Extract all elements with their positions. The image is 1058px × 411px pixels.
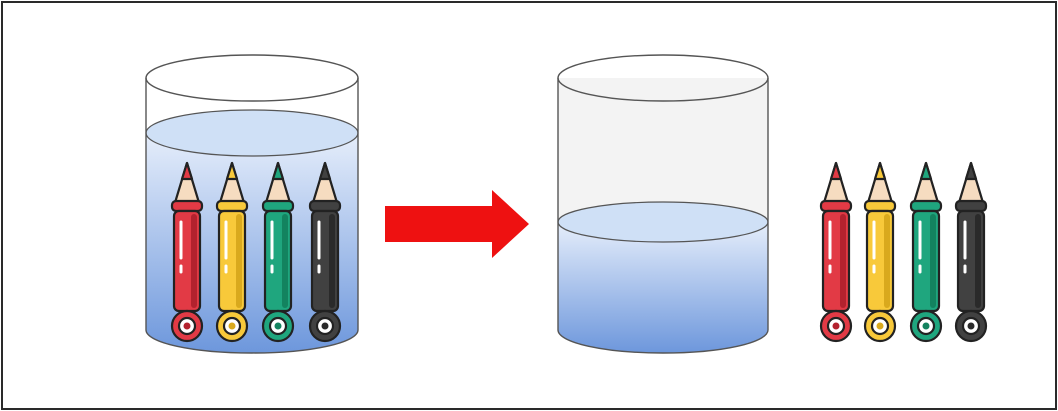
red-pencil-collar [172, 201, 202, 211]
yellow-pencil-collar [865, 201, 895, 211]
red-pencil-shade [191, 214, 197, 308]
right-beaker [558, 55, 768, 353]
black-pencil-shade [329, 214, 335, 308]
green-pencil-collar [263, 201, 293, 211]
yellow-pencil-shade [884, 214, 890, 308]
black-pencil-collar [310, 201, 340, 211]
black-pencil-collar [956, 201, 986, 211]
red-pencil-collar [821, 201, 851, 211]
left-beaker-water-surface [146, 110, 358, 156]
right-beaker-water-surface [558, 202, 768, 242]
yellow-pencil-collar [217, 201, 247, 211]
green-pencil-collar [911, 201, 941, 211]
red-pencil-shade [840, 214, 846, 308]
green-pencil-shade [282, 214, 288, 308]
black-pencil-shade [975, 214, 981, 308]
green-pencil-shade [930, 214, 936, 308]
yellow-pencil-shade [236, 214, 242, 308]
